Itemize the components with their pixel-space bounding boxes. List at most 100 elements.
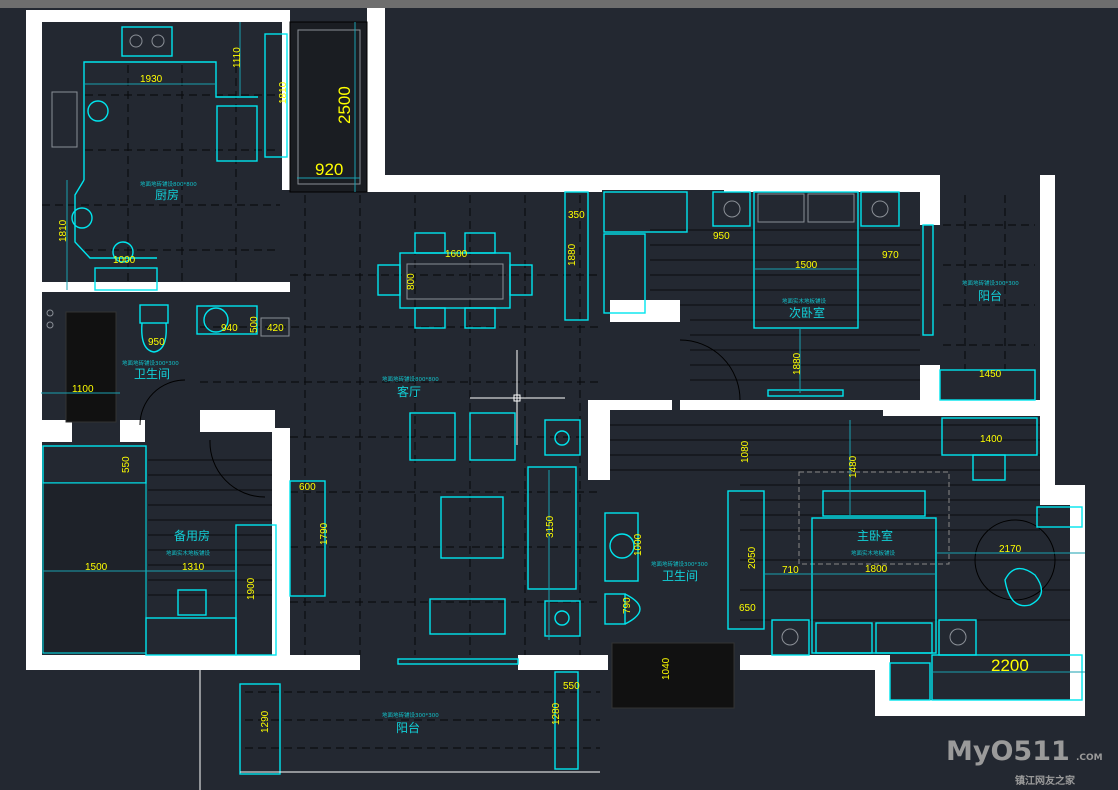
dim-balcony-1280: 1280 <box>551 702 562 725</box>
washbasin <box>196 305 258 335</box>
tv-cabinet <box>289 480 326 597</box>
dim-spare-1900: 1900 <box>246 577 257 600</box>
spare-room-label: 备用房 <box>174 528 210 543</box>
bed-1800 <box>811 517 937 654</box>
fridge-icon <box>216 105 258 162</box>
wardrobe <box>603 191 688 233</box>
dim-wardrobe-width: 920 <box>315 160 343 179</box>
wood-floor <box>148 229 1080 621</box>
dim-dining-table: 1600 <box>445 249 468 260</box>
dim-kitchen-bottom: 1000 <box>113 255 136 266</box>
dim-bath2-toilet: 790 <box>622 597 633 614</box>
bathroom1-note: 地面地砖铺设300*300 <box>122 359 179 367</box>
second-bedroom-furniture <box>603 191 1036 401</box>
dim-cabinet-350: 350 <box>568 210 585 221</box>
dim-spare-1310: 1310 <box>182 562 205 573</box>
stove-icon <box>121 26 173 57</box>
dim-bed2-width: 1500 <box>795 260 818 271</box>
east-balcony-note: 地面地砖铺设300*300 <box>962 279 1019 287</box>
watermark-domain: .COM <box>1076 753 1103 763</box>
washbasin <box>604 512 639 582</box>
nightstand <box>860 191 900 227</box>
dim-master-bay: 2200 <box>991 656 1029 675</box>
dim-master-1480: 1480 <box>848 455 859 478</box>
dim-bath2-sink: 1000 <box>633 533 644 556</box>
balcony-cabinet <box>939 369 1036 401</box>
east-balcony-label: 阳台 <box>978 288 1002 303</box>
living-room-label: 客厅 <box>397 384 421 399</box>
dim-master-2170: 2170 <box>999 544 1022 555</box>
kitchen-label: 厨房 <box>155 187 179 202</box>
living-furniture <box>289 191 589 637</box>
master-bedroom-label: 主卧室 <box>857 528 893 543</box>
walls <box>26 8 1085 716</box>
watermark-brand: MyO511 <box>946 736 1070 767</box>
side-cabinet <box>564 191 589 321</box>
dim-balcony-550: 550 <box>563 681 580 692</box>
herringbone-bed-area <box>42 482 147 654</box>
master-bedroom-note: 地面实木地板铺设 <box>851 549 896 557</box>
dim-bed2-right: 970 <box>882 250 899 261</box>
chair-icon <box>972 454 1006 481</box>
dim-master-710: 710 <box>782 565 799 576</box>
toilet-icon <box>139 304 169 324</box>
dim-master-650: 650 <box>739 603 756 614</box>
dim-master-wardrobe: 2050 <box>747 546 758 569</box>
dim-spare-1500: 1500 <box>85 562 108 573</box>
cursor-crosshair <box>513 394 521 402</box>
bed-1500 <box>753 191 859 329</box>
master-furniture <box>604 417 1083 709</box>
kitchen-note: 地面地砖铺设800*800 <box>140 180 197 188</box>
watermark-tagline: 镇江网友之家 <box>1015 774 1076 787</box>
dim-wardrobe-length: 2500 <box>335 86 354 124</box>
room-labels: 地面地砖铺设800*800 厨房 地面地砖铺设300*300 卫生间 备用房 地… <box>122 180 1019 735</box>
nightstand <box>712 191 751 227</box>
dim-bath2-shower: 1040 <box>661 657 672 680</box>
dim-master-1080: 1080 <box>740 440 751 463</box>
dim-dining-width: 800 <box>406 273 417 290</box>
dim-kitchen-counter: 1930 <box>140 74 163 85</box>
kitchen-furniture <box>51 21 368 291</box>
bathroom2-label: 卫生间 <box>662 569 698 583</box>
spare-room-furniture <box>42 439 277 656</box>
spare-room-note: 地面实木地板铺设 <box>166 549 211 557</box>
toilet-icon <box>604 593 626 625</box>
dim-bath1-500: 500 <box>249 316 260 333</box>
storage-cabinet <box>264 33 288 158</box>
shower-tray <box>611 642 735 709</box>
dim-storage: 1810 <box>278 81 289 104</box>
wardrobe-hatched <box>289 21 368 193</box>
dim-tv-length: 1790 <box>319 522 330 545</box>
dim-bed2-left: 950 <box>713 231 730 242</box>
dim-bath1-toilet: 950 <box>148 337 165 348</box>
sink-icon <box>51 91 78 148</box>
dimension-labels: 1930 1110 1810 1000 1810 2500 920 1600 8… <box>58 47 1029 733</box>
dim-bed2-depth: 1880 <box>792 352 803 375</box>
shower-tray <box>65 311 117 423</box>
bathroom1-furniture <box>46 304 290 426</box>
master-wardrobe <box>727 490 765 630</box>
dim-tv-width: 600 <box>299 482 316 493</box>
dim-balcony-cab: 1450 <box>979 369 1002 380</box>
dim-kitchen-top: 1110 <box>232 47 243 68</box>
living-room-note: 地面地砖铺设800*800 <box>382 375 439 383</box>
dim-kitchen-side: 1810 <box>58 219 69 242</box>
top-bar <box>0 0 1118 8</box>
bathroom2-note: 地面地砖铺设300*300 <box>651 560 708 568</box>
dim-bath1-sink: 940 <box>221 323 238 334</box>
tile-grid <box>42 65 1035 749</box>
second-bedroom-note: 地面实木地板铺设 <box>782 297 827 305</box>
dim-bath1-shower: 1100 <box>72 384 94 395</box>
bathroom1-label: 卫生间 <box>134 367 170 381</box>
dim-master-bed: 1800 <box>865 564 888 575</box>
sofa <box>527 466 577 590</box>
south-balcony-label: 阳台 <box>396 720 420 735</box>
dim-spare-550: 550 <box>121 456 132 473</box>
dimension-lines <box>41 22 1085 673</box>
armchair <box>469 412 516 461</box>
dim-master-desk: 1400 <box>980 434 1003 445</box>
chair-icon <box>177 589 207 616</box>
watermark-logo: MyO511 .COM 镇江网友之家 <box>946 736 1103 787</box>
south-balcony-note: 地面地砖铺设300*300 <box>382 711 439 719</box>
